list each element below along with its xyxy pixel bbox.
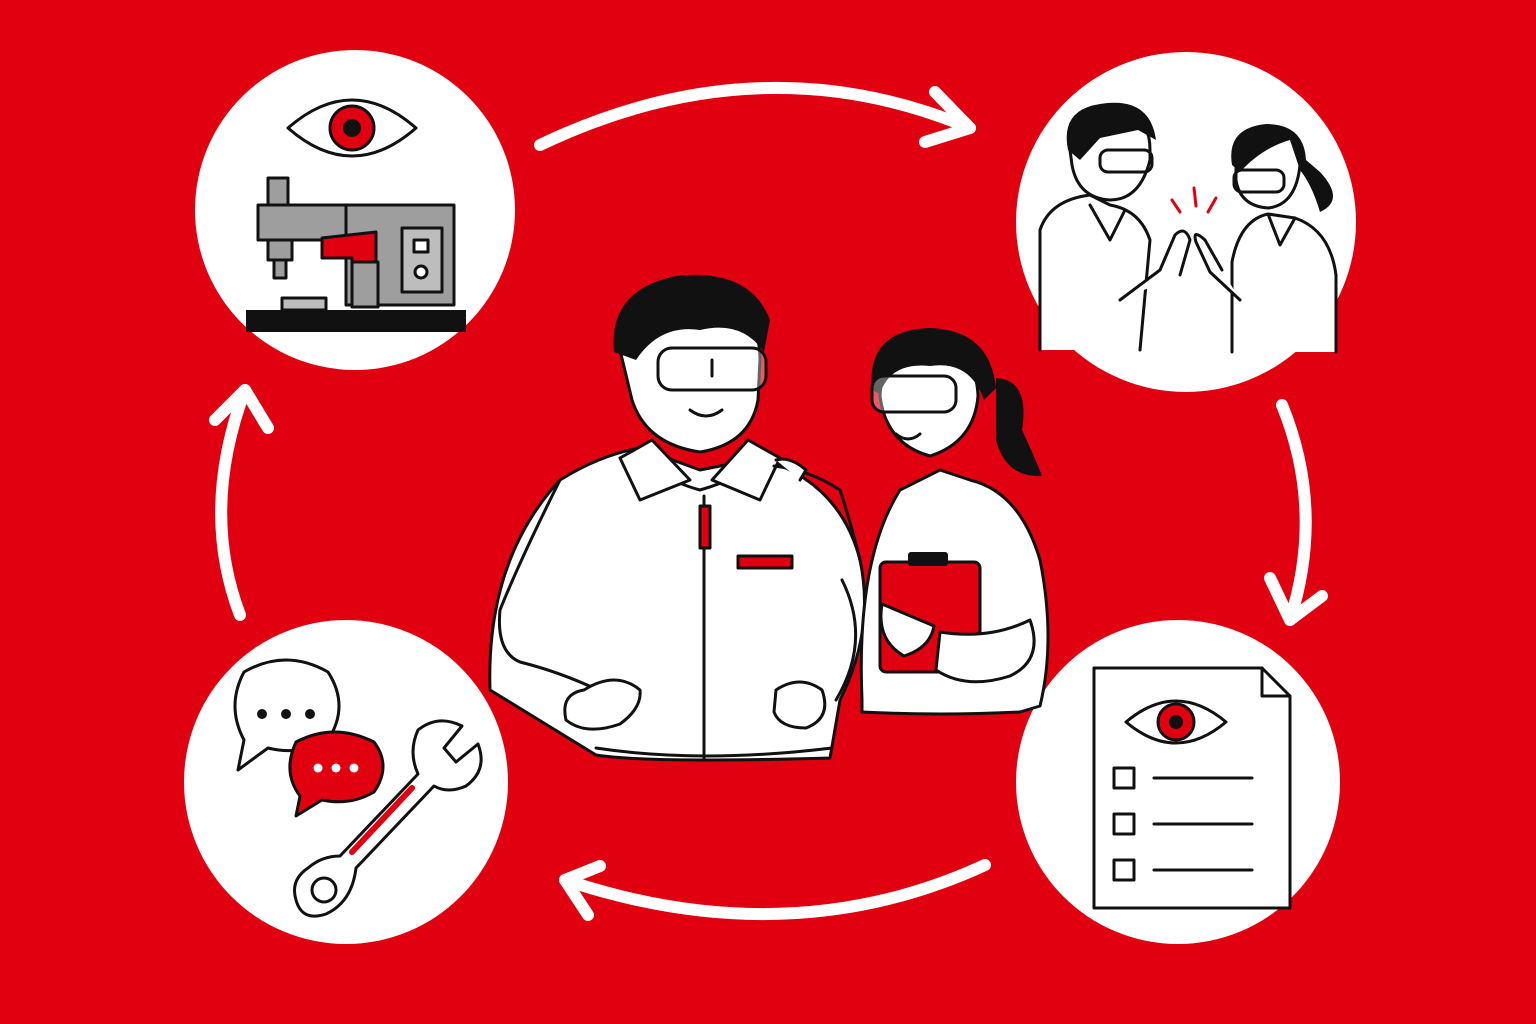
node-observe-machine [195,50,515,370]
node-feedback-fix [184,620,508,944]
arrow-bottom [559,859,991,921]
eye-icon [1124,699,1228,745]
checklist-icon [1112,766,1254,882]
arrow-top [534,81,976,151]
center-workers [488,274,1050,762]
sparkle-icon [1170,186,1218,214]
arrow-left [209,384,274,621]
wrench-icon [293,719,483,918]
worker-woman-icon [772,328,1050,716]
node-praise [1016,52,1356,392]
worker-man-icon [488,274,866,762]
eye-icon [286,98,418,158]
node-checklist [1016,620,1340,944]
machine-icon [246,176,466,332]
arrow-right [1264,399,1328,626]
worker-left-icon [1038,102,1192,352]
worker-right-icon [1193,124,1338,354]
speech-bubble-red-icon [288,730,385,818]
cycle-arrows [209,81,1328,921]
